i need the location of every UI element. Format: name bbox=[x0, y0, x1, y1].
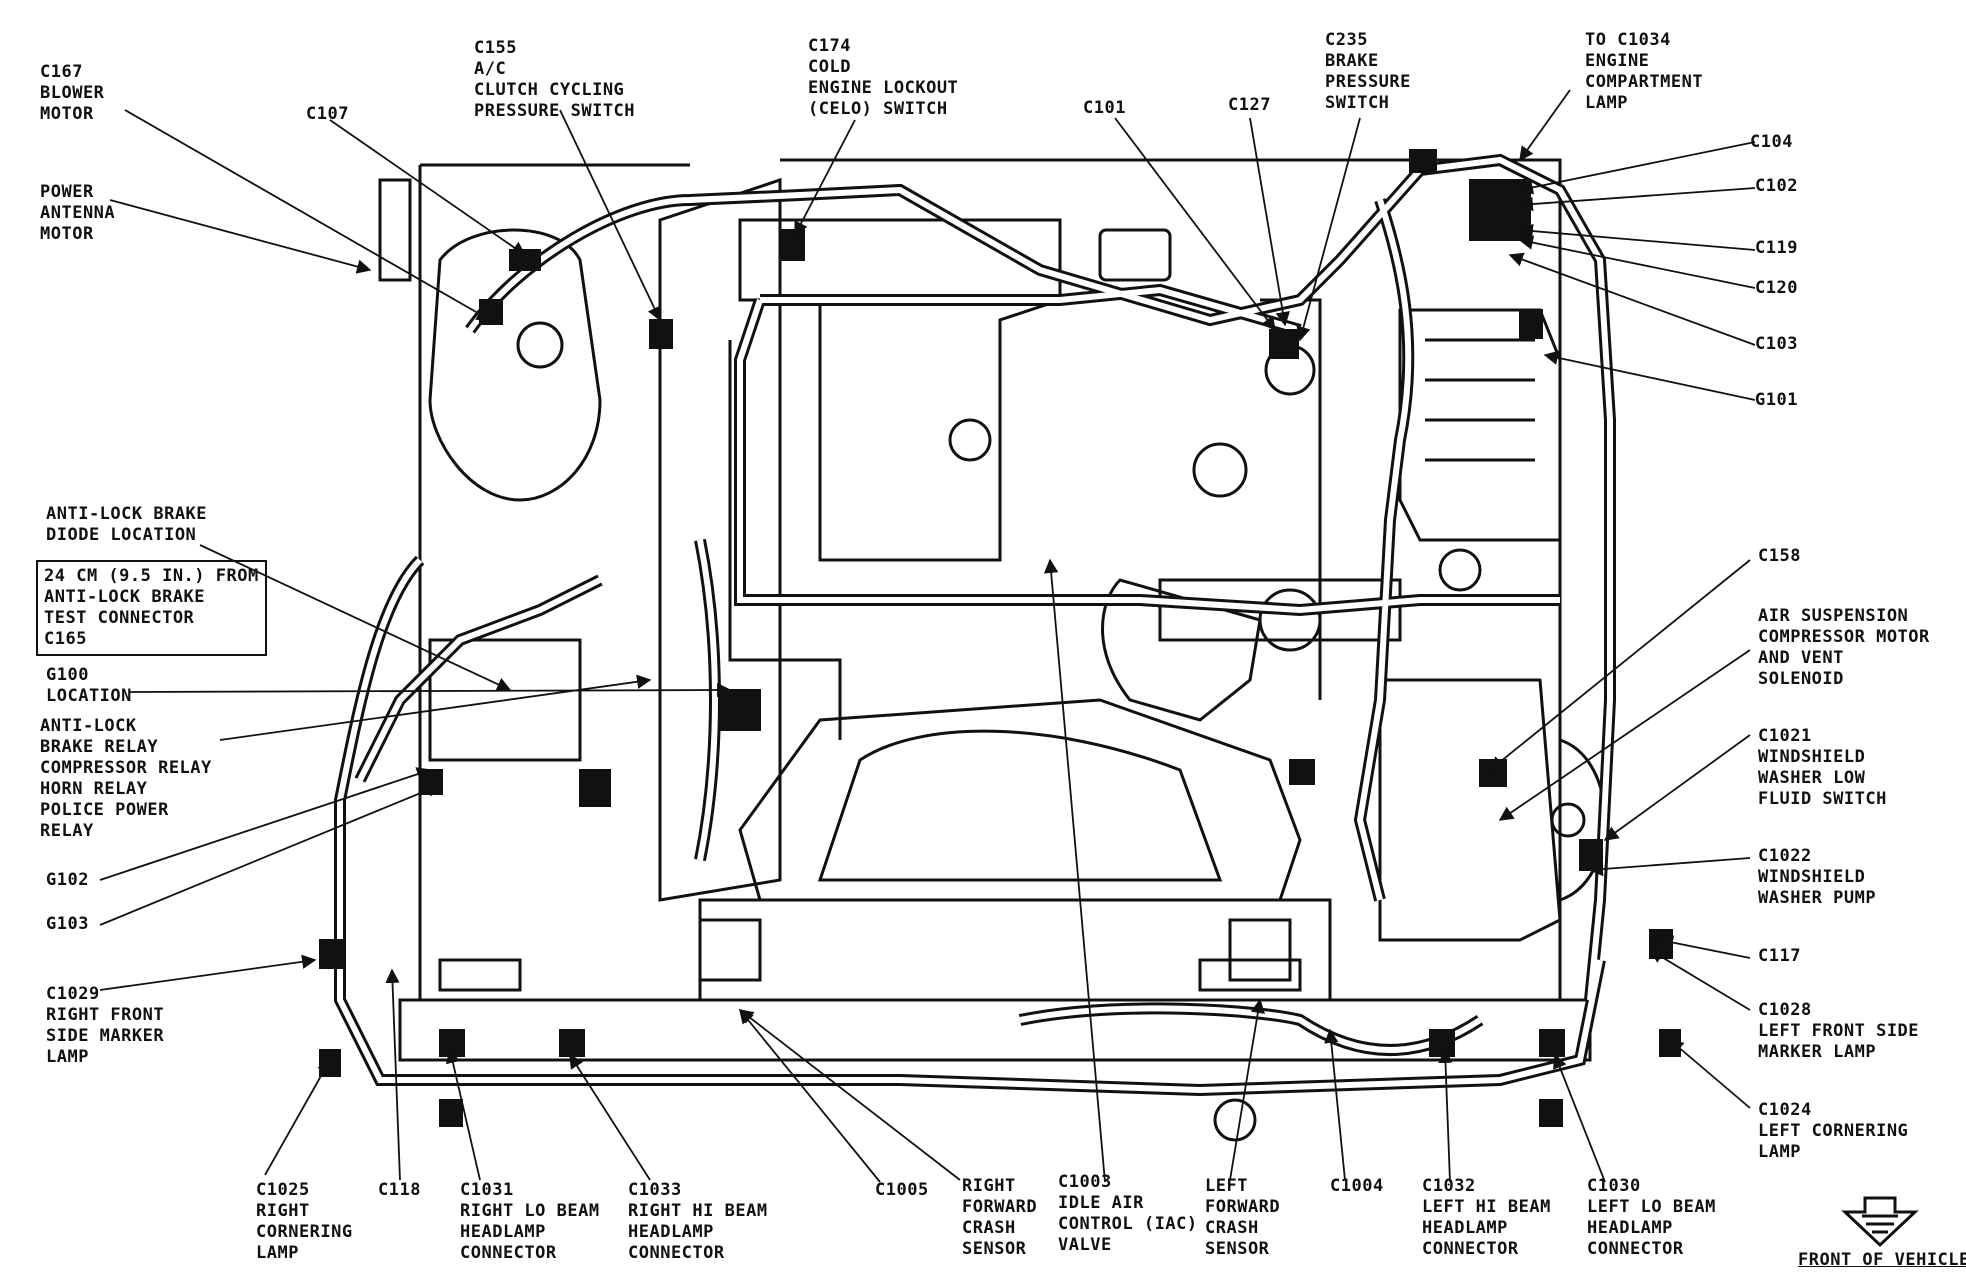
label-c167: C167 BLOWER MOTOR bbox=[40, 62, 105, 124]
label-c118: C118 bbox=[378, 1180, 421, 1200]
label-c1003: C1003 IDLE AIR CONTROL (IAC) VALVE bbox=[1058, 1172, 1198, 1255]
label-front-of-vehicle: FRONT OF VEHICLE bbox=[1798, 1250, 1966, 1270]
label-c1028: C1028 LEFT FRONT SIDE MARKER LAMP bbox=[1758, 1000, 1920, 1062]
label-c1024: C1024 LEFT CORNERING LAMP bbox=[1758, 1100, 1909, 1162]
label-right-forward-crash-sensor: RIGHT FORWARD CRASH SENSOR bbox=[962, 1176, 1038, 1259]
label-c107: C107 bbox=[306, 104, 349, 124]
label-c117: C117 bbox=[1758, 946, 1801, 966]
label-abs-diode-location: ANTI-LOCK BRAKE DIODE LOCATION bbox=[46, 504, 208, 545]
label-c127: C127 bbox=[1228, 95, 1271, 115]
label-c155: C155 A/C CLUTCH CYCLING PRESSURE SWITCH bbox=[474, 38, 636, 121]
label-c174: C174 COLD ENGINE LOCKOUT (CELO) SWITCH bbox=[808, 36, 959, 119]
label-c235: C235 BRAKE PRESSURE SWITCH bbox=[1325, 30, 1411, 113]
label-air-suspension: AIR SUSPENSION COMPRESSOR MOTOR AND VENT… bbox=[1758, 606, 1930, 689]
label-c103: C103 bbox=[1755, 334, 1798, 354]
label-c1005: C1005 bbox=[875, 1180, 929, 1200]
label-c101: C101 bbox=[1083, 98, 1126, 118]
label-c1004: C1004 bbox=[1330, 1176, 1384, 1196]
label-c1033: C1033 RIGHT HI BEAM HEADLAMP CONNECTOR bbox=[628, 1180, 768, 1263]
label-c1034: TO C1034 ENGINE COMPARTMENT LAMP bbox=[1585, 30, 1704, 113]
label-relays: ANTI-LOCK BRAKE RELAY COMPRESSOR RELAY H… bbox=[40, 716, 212, 841]
label-c1030: C1030 LEFT LO BEAM HEADLAMP CONNECTOR bbox=[1587, 1176, 1716, 1259]
label-c1032: C1032 LEFT HI BEAM HEADLAMP CONNECTOR bbox=[1422, 1176, 1551, 1259]
wiring-harness bbox=[334, 153, 1616, 1097]
label-g101: G101 bbox=[1755, 390, 1798, 410]
label-c1022: C1022 WINDSHIELD WASHER PUMP bbox=[1758, 846, 1877, 908]
label-g100-location: G100 LOCATION bbox=[46, 665, 132, 706]
label-g102: G102 bbox=[46, 870, 89, 890]
label-left-forward-crash-sensor: LEFT FORWARD CRASH SENSOR bbox=[1205, 1176, 1281, 1259]
label-c1029: C1029 RIGHT FRONT SIDE MARKER LAMP bbox=[46, 984, 165, 1067]
label-c119: C119 bbox=[1755, 238, 1798, 258]
label-c1031: C1031 RIGHT LO BEAM HEADLAMP CONNECTOR bbox=[460, 1180, 600, 1263]
label-c1025: C1025 RIGHT CORNERING LAMP bbox=[256, 1180, 353, 1263]
label-c120: C120 bbox=[1755, 278, 1798, 298]
label-c1021: C1021 WINDSHIELD WASHER LOW FLUID SWITCH bbox=[1758, 726, 1887, 809]
arrow-down-icon bbox=[1841, 1196, 1919, 1248]
label-g103: G103 bbox=[46, 914, 89, 934]
engine-compartment-outline bbox=[378, 158, 1607, 1142]
label-c158: C158 bbox=[1758, 546, 1801, 566]
label-c104: C104 bbox=[1750, 132, 1793, 152]
label-power-antenna-motor: POWER ANTENNA MOTOR bbox=[40, 182, 116, 244]
leader-lines bbox=[99, 89, 1756, 1183]
label-c102: C102 bbox=[1755, 176, 1798, 196]
abs-diode-note-box: 24 CM (9.5 IN.) FROM ANTI-LOCK BRAKE TES… bbox=[36, 560, 267, 656]
